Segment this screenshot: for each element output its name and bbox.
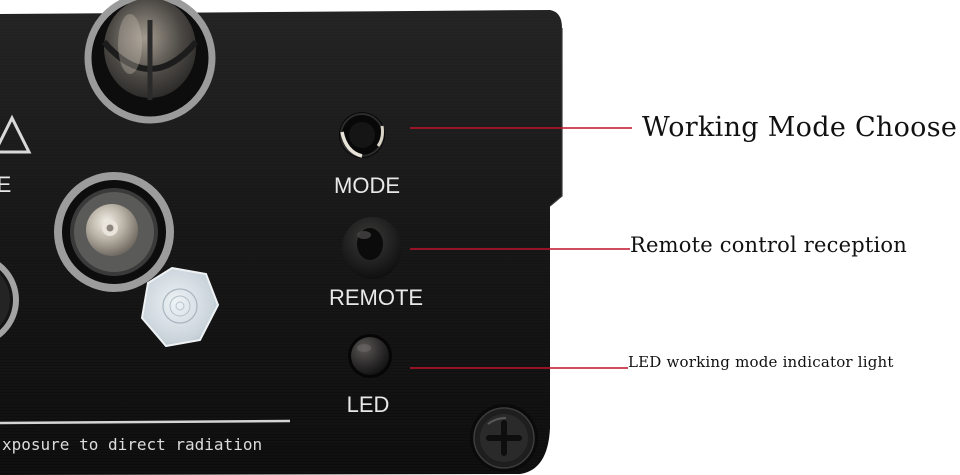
mode-button[interactable] (339, 112, 385, 158)
dc-power-jack (54, 172, 174, 292)
callout-working-mode: Working Mode Choose (642, 112, 958, 143)
top-knob (84, 0, 216, 124)
partial-label-left: E (0, 172, 11, 197)
radiation-warning-text: xposure to direct radiation (2, 435, 262, 454)
remote-label: REMOTE (329, 285, 423, 310)
mode-label: MODE (334, 173, 400, 198)
callout-led-indicator: LED working mode indicator light (628, 353, 894, 371)
warning-triangle-icon (0, 114, 32, 154)
panel-divider (0, 419, 291, 425)
callout-remote-reception: Remote control reception (630, 233, 908, 257)
led-indicator-icon (348, 334, 392, 378)
led-label: LED (347, 392, 390, 417)
phillips-screw-icon (470, 404, 538, 472)
hex-sensor-cap (140, 266, 220, 348)
ir-receiver-icon (342, 217, 402, 279)
left-partial-knob (0, 262, 19, 338)
